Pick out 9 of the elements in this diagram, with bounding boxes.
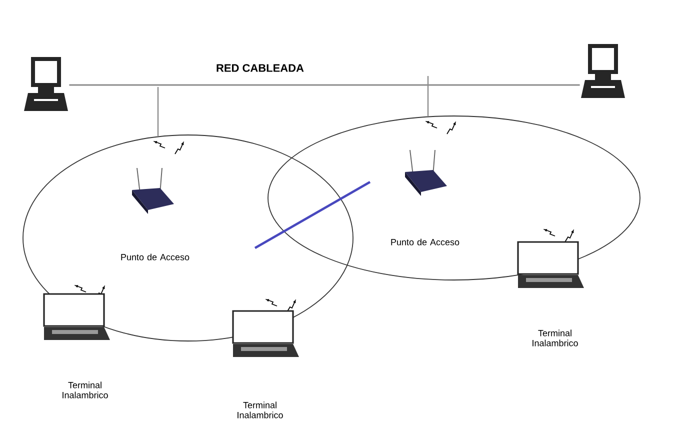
device-label: Terminal Inalambrico	[532, 330, 578, 346]
computer-drawing	[24, 57, 68, 111]
network-cable	[69, 84, 580, 86]
edge-label: RED CABLEADA	[216, 64, 304, 72]
device-label: Punto de Acceso	[121, 254, 190, 260]
device-label: Terminal Inalambrico	[62, 382, 108, 398]
device-label: Punto de Acceso	[391, 238, 460, 246]
device-label: Terminal Inalambrico	[238, 402, 283, 418]
computer-drawing	[581, 44, 625, 98]
